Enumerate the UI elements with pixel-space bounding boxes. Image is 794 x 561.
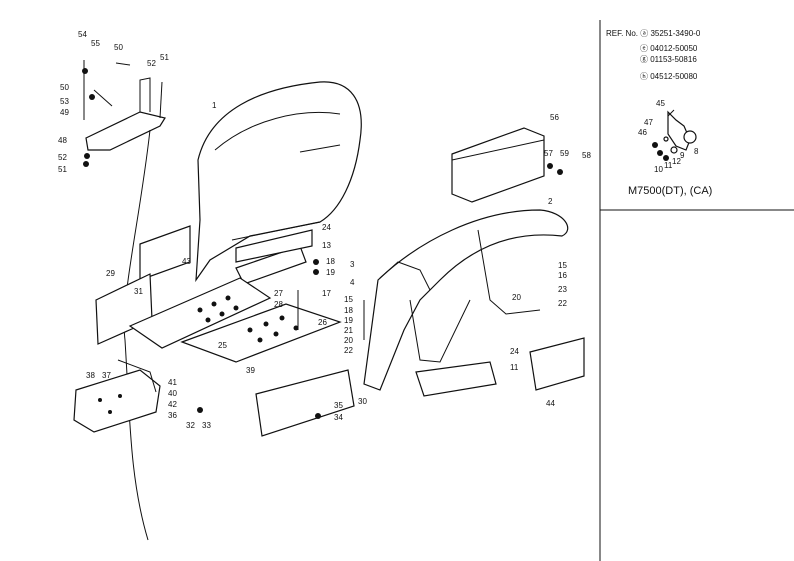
callout-54: 54	[78, 30, 87, 39]
inset-bracket-parts	[652, 109, 697, 161]
mounting-plates-middle	[139, 225, 319, 285]
ref-line-3: ⓗ 04512-50080	[640, 72, 698, 81]
callout-56: 56	[550, 113, 559, 122]
callout-25: 25	[218, 341, 227, 350]
callout-18: 18	[326, 257, 335, 266]
callout-19b: 19	[344, 316, 353, 325]
callout-51b: 51	[58, 165, 67, 174]
callout-11: 11	[510, 363, 519, 372]
callout-41: 41	[168, 378, 177, 387]
callout-22: 22	[344, 346, 353, 355]
callout-16: 16	[558, 271, 567, 280]
callout-20b: 20	[512, 293, 521, 302]
callout-48: 48	[58, 136, 67, 145]
callout-26: 26	[318, 318, 327, 327]
step-assembly	[73, 359, 161, 433]
callout-33: 33	[202, 421, 211, 430]
callout-37: 37	[102, 371, 111, 380]
seat-fender-panel	[195, 81, 362, 283]
callout-28: 28	[274, 300, 283, 309]
callout-9: 9	[680, 151, 685, 160]
callout-15b: 15	[558, 261, 567, 270]
callout-2: 2	[548, 197, 553, 206]
callout-50b: 50	[60, 83, 69, 92]
callout-55: 55	[91, 39, 100, 48]
callout-47: 47	[644, 118, 653, 127]
callout-53: 53	[60, 97, 69, 106]
callout-labels: 54 55 50 52 51 50 53 49 48 52 51 1 24 13…	[58, 30, 699, 430]
callout-49: 49	[60, 108, 69, 117]
callout-34: 34	[334, 413, 343, 422]
callout-24: 24	[322, 223, 331, 232]
callout-21: 21	[344, 326, 353, 335]
callout-1: 1	[212, 101, 217, 110]
callout-36: 36	[168, 411, 177, 420]
skirt-panel	[197, 369, 355, 437]
ref-line-2: ⓖ 01153-50816	[640, 55, 697, 64]
callout-38: 38	[86, 371, 95, 380]
callout-18b: 18	[344, 306, 353, 315]
right-fender-frame	[363, 209, 569, 397]
callout-19: 19	[326, 268, 335, 277]
callout-10: 10	[654, 165, 663, 174]
callout-15: 15	[344, 295, 353, 304]
model-label: M7500(DT), (CA)	[628, 185, 712, 197]
callout-50: 50	[114, 43, 123, 52]
callout-27: 27	[274, 289, 283, 298]
callout-23: 23	[558, 285, 567, 294]
callout-20: 20	[344, 336, 353, 345]
callout-22b: 22	[558, 299, 567, 308]
callout-32: 32	[186, 421, 195, 430]
ref-line-1: ⓔ 04012-50050	[640, 44, 698, 53]
callout-17: 17	[322, 289, 331, 298]
callout-58: 58	[582, 151, 591, 160]
callout-52b: 52	[58, 153, 67, 162]
left-support-bracket	[82, 60, 166, 541]
callout-4: 4	[350, 278, 355, 287]
callout-29: 29	[106, 269, 115, 278]
callout-12: 12	[672, 157, 681, 166]
callout-30: 30	[358, 397, 367, 406]
callout-52: 52	[147, 59, 156, 68]
callout-3: 3	[350, 260, 355, 269]
floor-plates	[95, 273, 342, 363]
callout-31: 31	[134, 287, 143, 296]
callout-57: 57	[544, 149, 553, 158]
callout-45: 45	[656, 99, 665, 108]
callout-40: 40	[168, 389, 177, 398]
callout-35: 35	[334, 401, 343, 410]
callout-51: 51	[160, 53, 169, 62]
callout-8: 8	[694, 147, 699, 156]
toolbox	[451, 127, 563, 203]
callout-42: 42	[168, 400, 177, 409]
callout-24b: 24	[510, 347, 519, 356]
side-bracket	[529, 337, 585, 391]
callout-39: 39	[246, 366, 255, 375]
callout-59: 59	[560, 149, 569, 158]
callout-11b: 11	[664, 161, 673, 170]
callout-44: 44	[546, 399, 555, 408]
ref-header: REF. No. ⓐ 35251-3490-0	[606, 29, 701, 38]
callout-46: 46	[638, 128, 647, 137]
callout-43: 43	[182, 257, 191, 266]
callout-13: 13	[322, 241, 331, 250]
